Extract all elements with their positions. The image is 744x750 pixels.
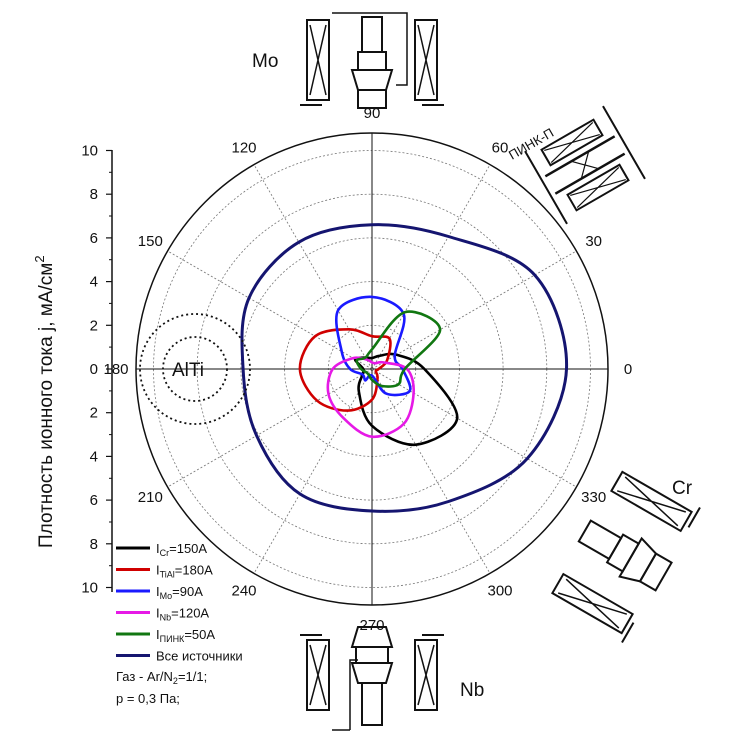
legend: ICr=150A ITiAl=180A IMo=90A INb=120A IПИНК=5…: [116, 541, 243, 706]
alti-label: AlTi: [172, 360, 204, 381]
pink-source-diagram: [524, 105, 646, 225]
cr-label: Cr: [672, 478, 693, 499]
radial-tick-labels: 10 8 6 4 2 0 2 4 6 8 10: [81, 143, 98, 597]
cr-source-diagram: [551, 470, 701, 644]
legend-label-mo: IMo=90A: [156, 584, 203, 601]
mo-label: Mo: [252, 51, 278, 72]
grid-spoke: [371, 250, 577, 370]
series-nb-curve: [326, 356, 415, 439]
y-axis-label: Плотность ионного тока j, мА/см2: [32, 255, 57, 548]
radial-axis: [106, 149, 113, 592]
r-tick-label: 8: [90, 186, 98, 203]
r-tick-label: 6: [90, 230, 98, 247]
nb-label: Nb: [460, 680, 484, 701]
series-pink-curve: [355, 310, 442, 388]
series-all-curve: [240, 223, 569, 513]
grid-spoke: [371, 164, 491, 370]
angle-label: 240: [231, 583, 256, 600]
grid-spoke: [167, 250, 373, 370]
angle-label: 210: [138, 489, 163, 506]
r-tick-label: 4: [90, 448, 98, 465]
angle-label: 180: [103, 361, 128, 378]
r-tick-label: 2: [90, 405, 98, 422]
legend-label-all: Все источники: [156, 649, 243, 664]
series-tial-curve: [298, 328, 392, 412]
pink-label: ПИНК-П: [506, 125, 556, 163]
polar-grid: [135, 132, 609, 606]
grid-spoke: [371, 368, 491, 574]
angle-labels: 0 30 60 90 120 150 180 210 240 270 300 330: [103, 105, 632, 634]
legend-label-tial: ITiAl=180A: [156, 563, 213, 580]
grid-spoke: [371, 368, 577, 488]
angle-label: 30: [585, 233, 602, 250]
angle-label: 150: [138, 233, 163, 250]
angle-label: 120: [231, 139, 256, 156]
series-mo-curve: [334, 295, 412, 397]
alti-source-diagram: [139, 313, 251, 425]
r-tick-label: 2: [90, 317, 98, 334]
angle-label: 300: [487, 583, 512, 600]
source-diagrams: Mo ПИНК-П AlTi Cr Nb: [139, 12, 701, 731]
angle-label: 60: [492, 139, 509, 156]
angle-label: 0: [624, 361, 632, 378]
angle-label: 270: [359, 617, 384, 634]
legend-note: p = 0,3 Па;: [116, 691, 180, 706]
series-cr-curve: [353, 352, 459, 447]
r-tick-label: 10: [81, 143, 98, 160]
mo-source-diagram: [300, 12, 444, 109]
grid-spoke: [167, 368, 373, 488]
grid-spoke: [253, 164, 373, 370]
legend-note: Газ - Ar/N2=1/1;: [116, 669, 207, 686]
legend-label-pink: IПИНК=50A: [156, 627, 215, 644]
legend-label-cr: ICr=150A: [156, 541, 207, 558]
angle-label: 330: [581, 489, 606, 506]
legend-label-nb: INb=120A: [156, 606, 209, 623]
r-tick-label: 0: [90, 361, 98, 378]
angle-label: 90: [364, 105, 381, 122]
r-tick-label: 8: [90, 536, 98, 553]
nb-source-diagram: [300, 626, 444, 731]
series-curves: [240, 223, 569, 513]
grid-spoke: [253, 368, 373, 574]
r-tick-label: 4: [90, 274, 98, 291]
r-tick-label: 10: [81, 580, 98, 597]
r-tick-label: 6: [90, 492, 98, 509]
